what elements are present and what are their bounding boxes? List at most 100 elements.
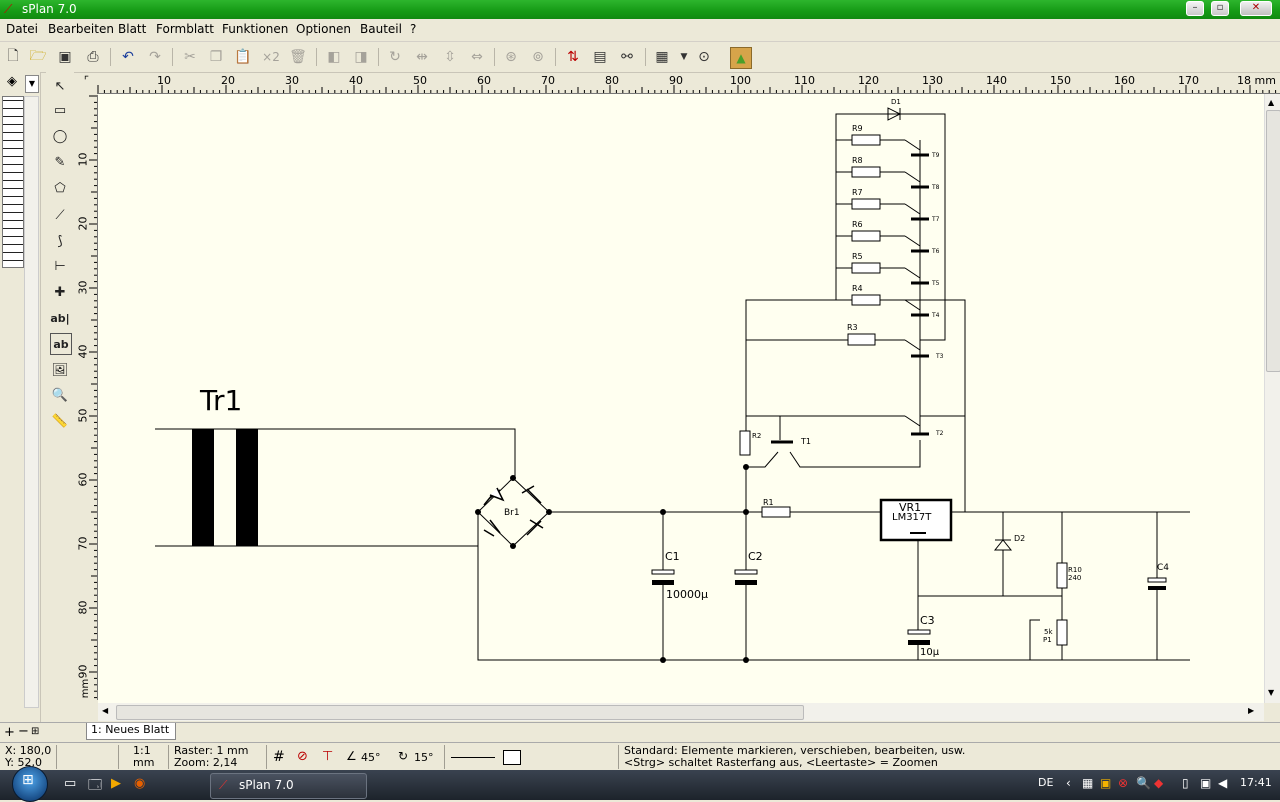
library-scrollbar[interactable] [24, 96, 39, 708]
select-arrow-icon[interactable]: ↖ [54, 78, 66, 94]
menu-formblatt[interactable]: Formblatt [156, 22, 214, 36]
ellipse-tool-icon[interactable]: ◯ [52, 128, 68, 144]
grid-toggle-icon[interactable]: # [273, 749, 285, 765]
grid-icon[interactable]: ▦ [655, 49, 669, 65]
scroll-up-icon[interactable]: ▲ [1268, 98, 1275, 107]
junction-tool-icon[interactable]: ✚ [54, 284, 66, 300]
add-sheet-icon[interactable]: + [4, 725, 15, 740]
angle-45[interactable]: 45° [361, 751, 381, 764]
menu-bearbeiten[interactable]: Bearbeiten [48, 22, 114, 36]
menu-funktionen[interactable]: Funktionen [222, 22, 289, 36]
scroll-down-icon[interactable]: ▼ [1268, 688, 1275, 697]
component-library-icons[interactable] [2, 96, 24, 268]
image-tool-icon[interactable]: 🖼 [51, 362, 69, 378]
polygon-tool-icon[interactable]: ⬠ [54, 180, 66, 196]
rotate-angle-icon[interactable]: ↻ [398, 749, 409, 763]
polyline-tool-icon[interactable]: ⟆ [57, 233, 63, 249]
menu-optionen[interactable]: Optionen [296, 22, 352, 36]
duplicate-icon[interactable]: ×2 [262, 50, 280, 64]
undo-icon[interactable]: ↶ [122, 49, 134, 65]
language-indicator[interactable]: DE [1038, 776, 1054, 789]
search-binoculars-icon[interactable]: ⚯ [621, 49, 633, 65]
delete-icon[interactable]: 🗑 [289, 49, 307, 65]
ruler-origin-icon[interactable]: ⌜ [76, 74, 97, 93]
clock[interactable]: 17:41 [1240, 776, 1272, 789]
tray-search-icon[interactable]: 🔍 [1136, 776, 1151, 790]
status-zoom[interactable]: Zoom: 2,14 [174, 756, 238, 769]
remove-sheet-icon[interactable]: − [18, 724, 29, 739]
start-button[interactable]: ⊞ [8, 766, 50, 802]
explorer-icon[interactable]: 🗔 [88, 778, 103, 793]
color-icon[interactable]: ▲ [730, 47, 752, 69]
text-tool-icon[interactable]: ab| [50, 311, 70, 325]
tray-monitor-icon[interactable]: ▣ [1200, 776, 1212, 790]
tray-antivirus-icon[interactable]: ◆ [1154, 776, 1164, 790]
line-style-icon[interactable] [451, 757, 495, 758]
grid-dropdown-icon[interactable]: ▼ [680, 52, 688, 62]
scroll-right-icon[interactable]: ▶ [1248, 706, 1255, 715]
numbering-icon[interactable]: ⇅ [567, 49, 579, 65]
angle-15[interactable]: 15° [414, 751, 434, 764]
tray-network-icon[interactable]: ▦ [1082, 776, 1094, 790]
tab-sheet-1[interactable]: 1: Neues Blatt [86, 723, 177, 740]
save-icon[interactable]: ▣ [58, 49, 72, 65]
menu-bauteil[interactable]: Bauteil [360, 22, 402, 36]
layers-dropdown-icon[interactable]: ▼ [25, 75, 39, 93]
fill-style-icon[interactable] [503, 750, 521, 765]
horizontal-scroll-thumb[interactable] [116, 705, 804, 720]
measure-tool-icon[interactable]: 📏 [51, 413, 69, 429]
group-icon[interactable]: ⊛ [505, 49, 517, 65]
mirror-horizontal-icon[interactable]: ⇹ [416, 49, 428, 65]
zoom-fit-icon[interactable]: ⊙ [698, 49, 710, 65]
tray-expand-icon[interactable]: ‹ [1066, 776, 1071, 790]
menu-help[interactable]: ? [410, 22, 417, 36]
zoom-tool-icon[interactable]: 🔍 [51, 387, 69, 403]
scroll-left-icon[interactable]: ◀ [102, 706, 109, 715]
schematic-drawing[interactable] [98, 94, 1264, 703]
copy-icon[interactable]: ❐ [209, 49, 223, 65]
new-file-icon[interactable]: 🗋 [7, 48, 19, 64]
redo-icon[interactable]: ↷ [149, 49, 161, 65]
layers-icon[interactable]: ◈ [7, 74, 17, 89]
media-player-icon[interactable]: ▶ [111, 776, 121, 791]
snap-icon[interactable]: ⊘ [297, 749, 308, 764]
dimension-tool-icon[interactable]: ⊢ [54, 258, 66, 274]
bring-front-icon[interactable]: ◧ [327, 49, 341, 65]
close-button[interactable]: ✕ [1240, 1, 1272, 16]
menu-datei[interactable]: Datei [6, 22, 39, 36]
open-folder-icon[interactable]: 🗁 [29, 48, 47, 64]
vertical-scrollbar[interactable]: ▲ ▼ [1264, 94, 1280, 703]
rotate-icon[interactable]: ↻ [389, 49, 401, 65]
sheet-settings-icon[interactable]: ⊞ [31, 726, 40, 737]
ungroup-icon[interactable]: ⊚ [532, 49, 544, 65]
parts-list-icon[interactable]: ▤ [593, 49, 607, 65]
paste-icon[interactable]: 📋 [234, 49, 252, 65]
freehand-tool-icon[interactable]: ✎ [54, 154, 66, 170]
print-icon[interactable]: ⎙ [87, 49, 99, 65]
show-desktop-icon[interactable]: ▭ [64, 776, 77, 791]
tray-security-icon[interactable]: ⊗ [1118, 776, 1129, 790]
title-bar[interactable]: ⟋ sPlan 7.0 – ▫ ✕ [0, 0, 1280, 19]
cut-icon[interactable]: ✂ [184, 49, 196, 65]
send-back-icon[interactable]: ◨ [354, 49, 368, 65]
angle-icon[interactable]: ∠ [346, 749, 357, 763]
taskbar-app-button[interactable]: ⟋ sPlan 7.0 [210, 773, 367, 799]
maximize-button[interactable]: ▫ [1211, 1, 1229, 16]
tray-device-icon[interactable]: ▯ [1182, 776, 1189, 790]
firefox-icon[interactable]: ◉ [134, 776, 146, 791]
tray-volume-icon[interactable]: ◀ [1218, 776, 1228, 790]
mirror-vertical-icon[interactable]: ⇳ [444, 49, 456, 65]
align-icon[interactable]: ⇔ [471, 49, 483, 65]
vertical-scroll-thumb[interactable] [1266, 110, 1280, 372]
line-tool-icon[interactable]: ⟋ [55, 207, 65, 223]
status-raster[interactable]: Raster: 1 mm [174, 744, 249, 757]
textbox-tool-icon[interactable]: ab [50, 333, 72, 355]
minimize-button[interactable]: – [1186, 1, 1204, 16]
rectangle-tool-icon[interactable]: ▭ [53, 102, 67, 118]
tray-app-icon[interactable]: ▣ [1100, 776, 1112, 790]
ruler-label: 30 [76, 280, 90, 295]
pin-icon[interactable]: ⊤ [322, 749, 334, 764]
menu-blatt[interactable]: Blatt [118, 22, 147, 36]
drawing-canvas[interactable]: Tr1 Br1 C1 10000µ C2 C3 10µ C4 R1 R2 R3 … [98, 94, 1264, 703]
horizontal-scrollbar[interactable]: ◀ ▶ [98, 703, 1264, 721]
